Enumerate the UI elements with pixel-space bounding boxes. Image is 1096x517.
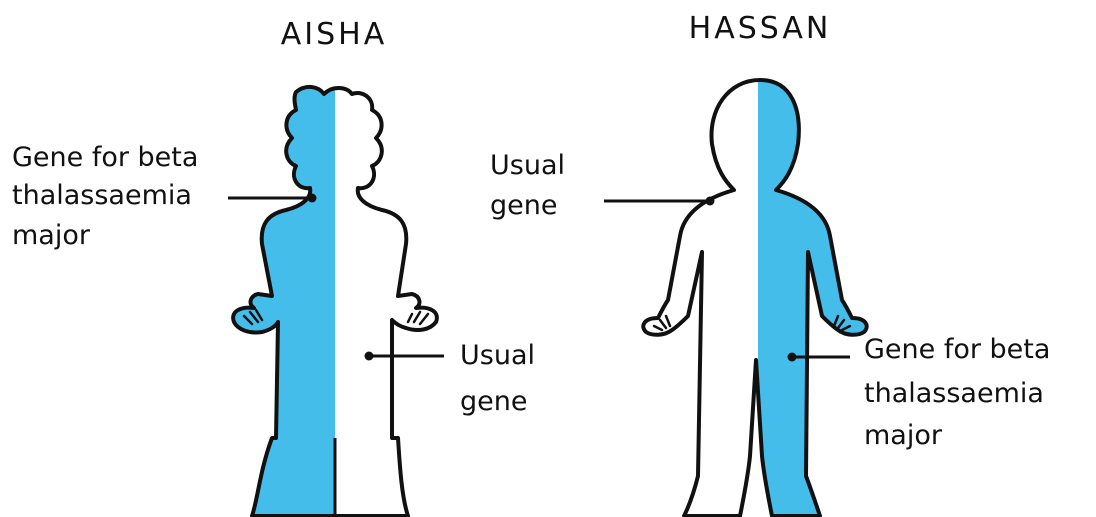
aisha-usual-half bbox=[335, 60, 470, 517]
label-line: gene bbox=[460, 386, 527, 417]
pointer-dot bbox=[308, 194, 317, 203]
label-line: Usual bbox=[460, 340, 535, 371]
person-name-hassan: HASSAN bbox=[689, 11, 832, 46]
svg-text:Usual gene: Usual gene bbox=[490, 150, 574, 221]
hassan-label-usual-gene: Usual gene bbox=[490, 150, 715, 221]
label-line: Usual bbox=[490, 150, 565, 181]
svg-text:Gene for beta thalassa: Gene for beta thalassaemia major bbox=[864, 334, 1059, 451]
label-line: thalassaemia bbox=[864, 378, 1044, 409]
person-hassan: HASSAN Usual gene Gene for beta bbox=[490, 11, 1059, 517]
svg-text:Gene for beta thalassa: Gene for beta thalassaemia major bbox=[12, 142, 207, 251]
label-line: Gene for beta bbox=[12, 142, 198, 173]
label-line: gene bbox=[490, 190, 557, 221]
aisha-body-figure bbox=[200, 60, 470, 517]
label-line: Gene for beta bbox=[864, 334, 1050, 365]
person-aisha: AISHA Gene for beta thalassaemia major bbox=[12, 17, 544, 517]
label-line: major bbox=[12, 220, 91, 251]
pointer-dot bbox=[788, 353, 797, 362]
hassan-usual-half bbox=[620, 60, 758, 517]
hassan-body-figure bbox=[620, 60, 898, 517]
person-name-aisha: AISHA bbox=[281, 17, 388, 52]
hassan-label-carrier-gene: Gene for beta thalassaemia major bbox=[788, 334, 1060, 451]
label-line: major bbox=[864, 420, 943, 451]
svg-text:Usual gene: Usual gene bbox=[460, 340, 544, 417]
pointer-dot bbox=[706, 197, 715, 206]
pointer-dot bbox=[365, 352, 374, 361]
label-line: thalassaemia bbox=[12, 180, 192, 211]
